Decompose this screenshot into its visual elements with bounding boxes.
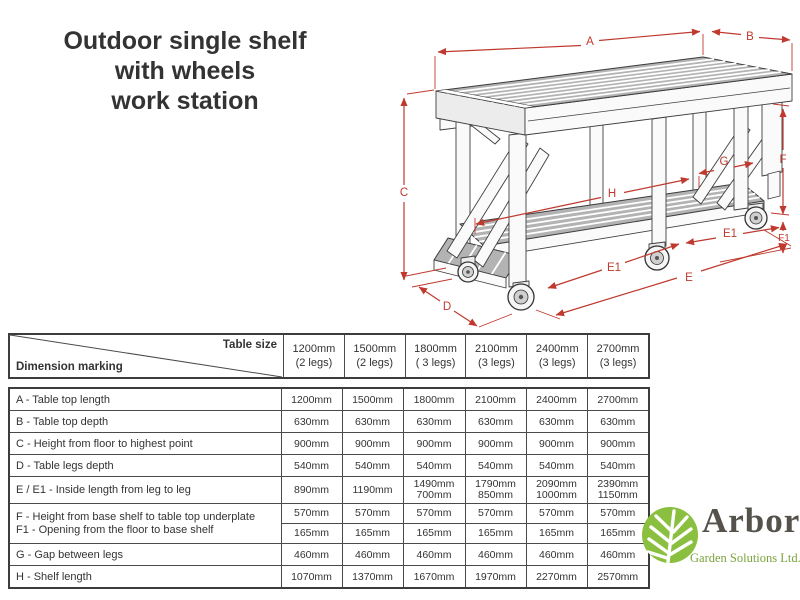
caster-wheel (457, 255, 479, 283)
caster-wheel (507, 280, 535, 311)
size-table-header: Table size Dimension marking 1200mm(2 le… (8, 333, 650, 379)
dim-label-h: H (608, 188, 616, 200)
dim-label-e: E (685, 272, 693, 284)
logo-brand-text: Arbor (702, 501, 800, 540)
dim-label-e1: E1 (723, 228, 737, 240)
size-column-header: 1800mm( 3 legs) (406, 335, 467, 377)
dim-label-a: A (586, 36, 594, 48)
table-corner-cell: Table size Dimension marking (10, 335, 284, 377)
page-title: Outdoor single shelf with wheels work st… (63, 27, 307, 115)
dim-label-f: F (779, 154, 786, 166)
size-column-header: 1500mm(2 legs) (345, 335, 406, 377)
corner-label-dimension-marking: Dimension marking (16, 361, 123, 373)
dim-label-b: B (746, 31, 754, 43)
dim-label-e1: E1 (607, 262, 621, 274)
size-column-header: 2700mm(3 legs) (596, 342, 640, 369)
workbench-dimension-diagram: A B C D E E1 E1 F F1 G H (390, 0, 800, 335)
dim-label-g: G (720, 156, 729, 168)
table-row-f-f1: F - Height from base shelf to table top … (8, 503, 650, 544)
dim-label-f1: F1 (778, 233, 790, 244)
size-column-header: 1200mm(2 legs) (284, 335, 345, 377)
caster-wheel (644, 241, 670, 271)
dim-label-d: D (443, 301, 451, 313)
table-row: E / E1 - Inside length from leg to leg 8… (8, 476, 650, 504)
size-column-header: 2400mm(3 legs) (527, 335, 589, 377)
dim-label-c: C (400, 187, 408, 199)
dimension-lines: A B C D E E1 E1 F F1 G H (400, 31, 792, 327)
leaf-icon (642, 507, 698, 563)
logo-tagline-text: Garden Solutions Ltd. (690, 551, 800, 565)
arbor-logo: Arbor Garden Solutions Ltd. (628, 487, 800, 587)
size-column-header: 2100mm(3 legs) (466, 335, 528, 377)
table-row: C - Height from floor to highest point 9… (8, 432, 650, 455)
corner-label-table-size: Table size (222, 339, 277, 351)
